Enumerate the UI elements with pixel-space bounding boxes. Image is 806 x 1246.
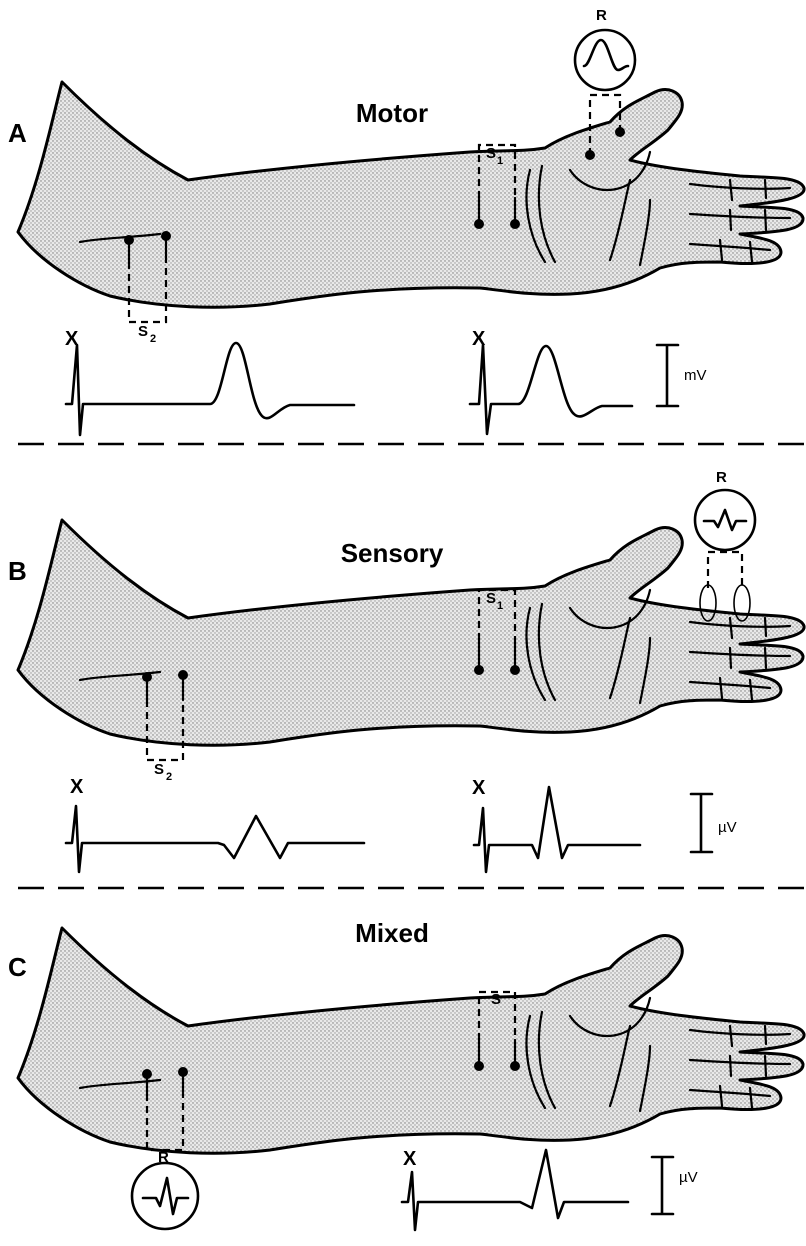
- waveform-sensory-proximal: X: [66, 776, 364, 872]
- waveform-motor-distal: X: [470, 328, 632, 434]
- title-mixed: Mixed: [355, 918, 429, 948]
- scale-bar-a: mV: [657, 345, 707, 406]
- arm-illustration-c: [18, 928, 804, 1153]
- svg-text:R: R: [158, 1149, 169, 1166]
- title-motor: Motor: [356, 98, 428, 128]
- waveform-motor-proximal: X: [65, 328, 354, 435]
- svg-text:2: 2: [150, 333, 156, 345]
- svg-text:µV: µV: [679, 1169, 698, 1186]
- svg-text:X: X: [472, 777, 486, 799]
- scale-bar-c: µV: [652, 1157, 698, 1214]
- svg-text:X: X: [403, 1148, 417, 1170]
- panel-letter-b: B: [8, 556, 27, 586]
- svg-text:X: X: [472, 328, 486, 350]
- title-sensory: Sensory: [341, 538, 444, 568]
- svg-text:S: S: [138, 323, 148, 340]
- svg-text:R: R: [716, 469, 727, 486]
- waveform-sensory-distal: X: [472, 777, 640, 872]
- svg-text:X: X: [70, 776, 84, 798]
- panel-mixed: C Mixed S R X µV: [8, 918, 804, 1230]
- svg-text:1: 1: [497, 155, 503, 167]
- svg-text:X: X: [65, 328, 79, 350]
- svg-text:S: S: [486, 145, 496, 162]
- recording-electrode-b: R: [695, 469, 755, 621]
- svg-text:2: 2: [166, 771, 172, 783]
- panel-letter-a: A: [8, 118, 27, 148]
- panel-motor: A Motor S 2 S 1 R: [8, 7, 804, 435]
- svg-text:S: S: [491, 991, 501, 1008]
- svg-text:S: S: [154, 761, 164, 778]
- svg-text:mV: mV: [684, 367, 707, 384]
- svg-text:1: 1: [497, 600, 503, 612]
- panel-letter-c: C: [8, 952, 27, 982]
- waveform-mixed: X: [402, 1148, 628, 1230]
- svg-text:µV: µV: [718, 819, 737, 836]
- svg-text:S: S: [486, 590, 496, 607]
- svg-text:R: R: [596, 7, 607, 24]
- panel-sensory: B Sensory S 2 S 1 R: [8, 469, 804, 872]
- scale-bar-b: µV: [691, 794, 737, 852]
